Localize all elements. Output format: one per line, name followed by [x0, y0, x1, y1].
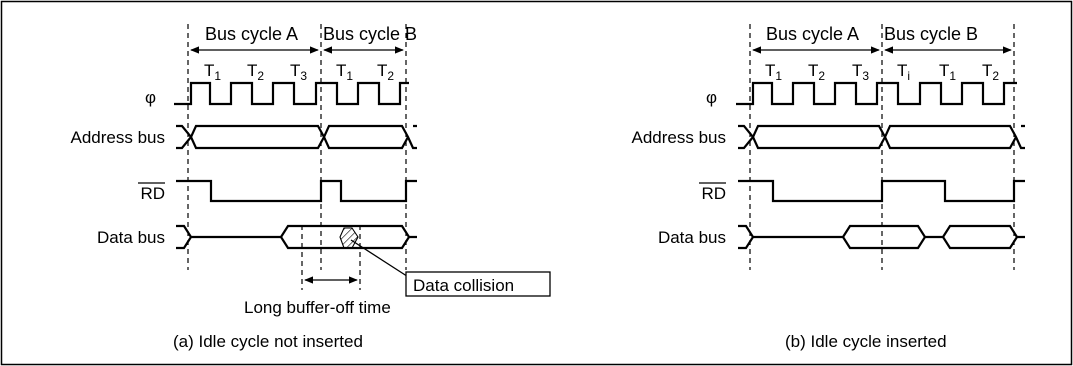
- rd-label: RD: [140, 184, 165, 203]
- t-state-label: T3: [852, 61, 869, 83]
- bus-cycle-a-label: Bus cycle A: [766, 24, 859, 44]
- clock-label: φ: [706, 88, 717, 107]
- panel-b: Bus cycle A Bus cycle B T1 T2 T3 Ti T1 T…: [632, 24, 1025, 351]
- clock-waveform: [174, 81, 409, 106]
- t-state-label: T1: [336, 61, 353, 83]
- rd-label: RD: [701, 184, 726, 203]
- clock-label: φ: [145, 88, 156, 107]
- collision-label-box: [405, 271, 551, 297]
- rd-waveform: [176, 179, 417, 203]
- t-state-label: T1: [765, 61, 782, 83]
- address-bus-label: Address bus: [71, 128, 166, 147]
- bus-cycle-b-label: Bus cycle B: [323, 24, 417, 44]
- t-state-label: Ti: [897, 61, 910, 83]
- t-state-label: T1: [939, 61, 956, 83]
- collision-hatch: [339, 227, 359, 249]
- t-state-label: T3: [290, 61, 307, 83]
- address-bus-waveform: [176, 124, 417, 150]
- panel-a: Bus cycle A Bus cycle B T1 T2 T3 T1 T2 φ…: [71, 24, 551, 351]
- t-state-label: T2: [808, 61, 825, 83]
- collision-pointer: [350, 239, 414, 281]
- data-bus-waveform: [176, 224, 417, 250]
- buffer-off-label: Long buffer-off time: [244, 298, 391, 317]
- panel-a-caption: (a) Idle cycle not inserted: [173, 332, 363, 351]
- bus-cycle-b-label: Bus cycle B: [884, 24, 978, 44]
- collision-label: Data collision: [413, 276, 514, 295]
- data-bus-label: Data bus: [658, 228, 726, 247]
- panel-b-caption: (b) Idle cycle inserted: [785, 332, 947, 351]
- bus-cycle-a-label: Bus cycle A: [205, 24, 298, 44]
- t-state-label: T2: [982, 61, 999, 83]
- t-state-label: T1: [204, 61, 221, 83]
- t-state-label: T2: [247, 61, 264, 83]
- data-bus-waveform: [738, 224, 1025, 250]
- data-bus-label: Data bus: [97, 228, 165, 247]
- address-bus-label: Address bus: [632, 128, 727, 147]
- address-bus-waveform: [738, 124, 1025, 150]
- rd-waveform: [738, 179, 1025, 203]
- t-state-label: T2: [377, 61, 394, 83]
- clock-waveform: [736, 81, 1017, 106]
